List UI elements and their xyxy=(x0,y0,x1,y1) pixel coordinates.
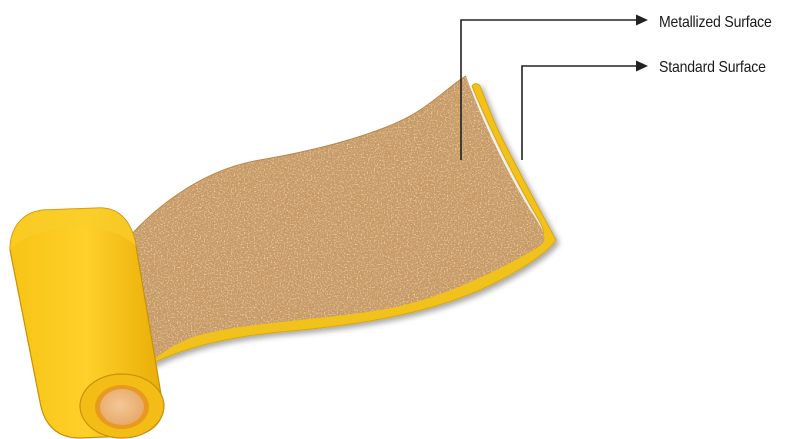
callout-standard-arrowhead xyxy=(636,61,648,72)
callout-standard xyxy=(522,61,648,161)
standard-surface-label: Standard Surface xyxy=(659,59,766,77)
callout-standard-line xyxy=(522,66,640,160)
metallized-surface-layer xyxy=(100,60,570,380)
callout-metallized-arrowhead xyxy=(636,15,648,26)
metallized-surface-label: Metallized Surface xyxy=(659,14,772,32)
roll-core xyxy=(100,389,144,425)
